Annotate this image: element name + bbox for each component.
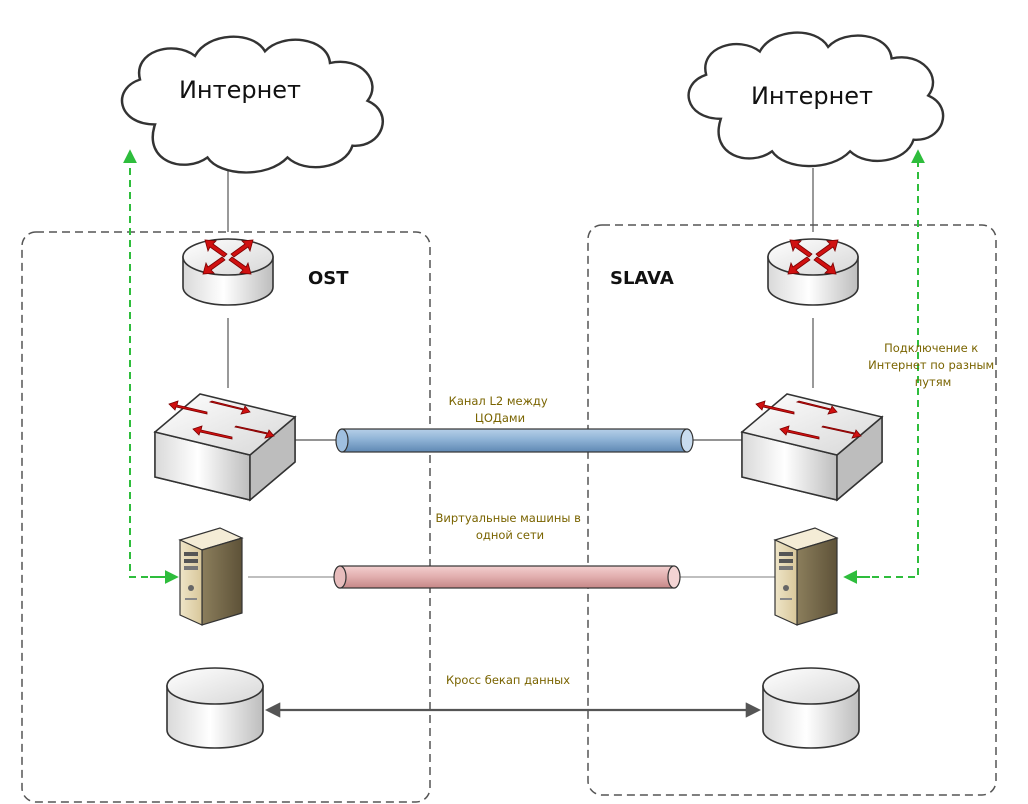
internet-paths-label: Подключение к Интернет по разным путям [868,341,998,389]
site-boundary-slava [587,224,997,796]
internet-cloud-left-label: Интернет [179,76,301,104]
database-icon-left [166,667,264,749]
router-icon-left [182,238,274,306]
backup-label: Кросс бекап данных [446,673,570,687]
database-icon-right [762,667,860,749]
vm-network-label: Виртуальные машины в одной сети [435,511,584,542]
internet-cloud-right-label: Интернет [751,82,873,110]
server-icon-left [179,527,243,626]
router-icon-right [767,238,859,306]
site-label-slava: SLAVA [610,268,674,289]
l2-channel-label: Канал L2 между ЦОДами [449,394,552,425]
internet-path-left [123,149,172,578]
site-boundary-ost [21,231,431,803]
server-icon-right [774,527,838,626]
internet-path-right [848,149,925,578]
l2-channel-pipe [335,428,694,453]
vm-network-pipe [333,565,681,589]
site-label-ost: OST [308,268,349,289]
internet-cloud-left [120,35,385,174]
switch-icon-left [154,393,296,501]
switch-icon-right [741,393,883,501]
